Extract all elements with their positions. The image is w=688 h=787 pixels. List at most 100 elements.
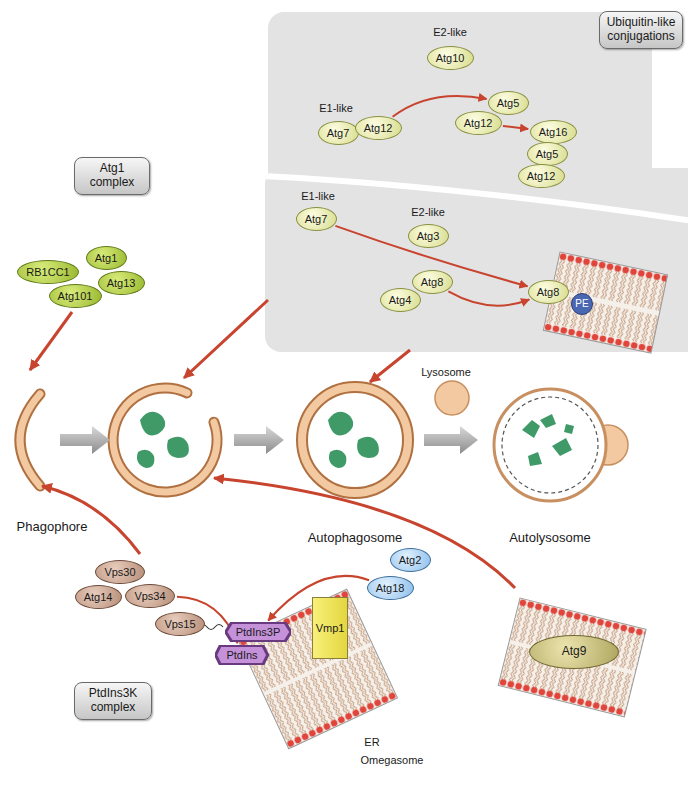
pe-membrane-part bbox=[543, 252, 667, 353]
process-arrows-part bbox=[424, 426, 478, 454]
phagophore bbox=[20, 394, 40, 486]
group-label: PtdIns3K complex bbox=[74, 682, 152, 720]
protein-oval: Atg5 bbox=[527, 142, 568, 166]
protein-oval: Atg4 bbox=[380, 288, 421, 312]
node-text: Atg18 bbox=[376, 582, 405, 595]
atg9-membrane bbox=[498, 598, 646, 717]
group-label: Atg1 complex bbox=[74, 157, 150, 195]
protein-oval: Atg7 bbox=[296, 207, 337, 231]
text-label: ER bbox=[364, 736, 379, 748]
protein-oval: Atg12 bbox=[355, 116, 402, 140]
node-text: Atg8 bbox=[537, 286, 560, 299]
node-text: Atg7 bbox=[305, 213, 328, 226]
autolysosome bbox=[494, 389, 628, 501]
node-text: Atg1 complex bbox=[80, 162, 144, 190]
protein-oval: Atg12 bbox=[455, 111, 502, 135]
node-text: Atg101 bbox=[58, 290, 93, 303]
expanding-phagophore-part bbox=[137, 450, 154, 468]
contribution-arrows-part bbox=[214, 478, 515, 588]
autophagosome-part bbox=[302, 387, 408, 493]
node-text: Vmp1 bbox=[316, 622, 345, 635]
expanding-phagophore-part bbox=[113, 388, 217, 492]
expanding-phagophore-part bbox=[113, 388, 217, 492]
protein-oval: Vps30 bbox=[95, 560, 145, 584]
process-arrows-part bbox=[60, 426, 110, 454]
node-text: Atg8 bbox=[421, 276, 444, 289]
lipid-hexagon: PtdIns bbox=[215, 645, 268, 665]
protein-oval: Atg8 bbox=[412, 270, 453, 294]
contribution-arrows-part bbox=[184, 300, 268, 378]
node-text: Vps30 bbox=[104, 566, 135, 579]
membrane-protein: Vmp1 bbox=[312, 597, 349, 659]
protein-oval: Atg3 bbox=[408, 224, 449, 248]
er-membrane-part bbox=[238, 589, 397, 748]
text-label: Lysosome bbox=[421, 366, 471, 378]
text-label: E2-like bbox=[411, 206, 445, 218]
node-text: Atg9 bbox=[562, 645, 587, 659]
autolysosome-part bbox=[564, 424, 574, 434]
node-text: PtdIns3P bbox=[236, 626, 281, 639]
protein-oval: Vps34 bbox=[125, 584, 175, 608]
text-label: Omegasome bbox=[361, 754, 424, 766]
phagophore-part bbox=[20, 394, 40, 486]
reaction-arrow bbox=[503, 126, 528, 129]
autophagosome-part bbox=[328, 412, 353, 436]
node-text: Atg12 bbox=[527, 170, 556, 183]
node-text: PtdIns3K complex bbox=[80, 687, 146, 715]
expanding-phagophore-part bbox=[167, 437, 189, 458]
protein-oval: Vps15 bbox=[155, 612, 205, 636]
reaction-arrow bbox=[448, 291, 529, 305]
node-text: Atg2 bbox=[399, 554, 422, 567]
atg9-membrane-part bbox=[498, 598, 646, 717]
autophagosome-part bbox=[329, 450, 346, 468]
protein-oval: Atg101 bbox=[49, 284, 102, 308]
protein-oval: RB1CC1 bbox=[17, 260, 79, 284]
protein-oval: Atg1 bbox=[86, 246, 127, 270]
node-text: Atg3 bbox=[417, 230, 440, 243]
autolysosome-part bbox=[502, 397, 598, 493]
node-text: Atg5 bbox=[497, 97, 520, 110]
phagophore-part bbox=[20, 394, 40, 486]
autophagosome-part bbox=[357, 437, 379, 458]
pe-membrane bbox=[543, 252, 667, 353]
node-text: Atg7 bbox=[327, 127, 350, 140]
protein-oval: Atg8 bbox=[528, 280, 569, 304]
process-arrows-part bbox=[234, 426, 284, 454]
autophagosome bbox=[302, 387, 408, 493]
autolysosome-part bbox=[522, 420, 540, 438]
protein-oval: Atg2 bbox=[390, 548, 431, 572]
node-text: Atg5 bbox=[536, 148, 559, 161]
autophagosome-part bbox=[302, 387, 408, 493]
protein-oval: Atg12 bbox=[518, 164, 565, 188]
text-label: E1-like bbox=[319, 102, 353, 114]
expanding-phagophore bbox=[113, 388, 217, 492]
text-label: E1-like bbox=[301, 190, 335, 202]
protein-oval: Atg10 bbox=[427, 46, 474, 70]
node-text: Atg12 bbox=[364, 122, 393, 135]
node-text: Atg4 bbox=[389, 294, 412, 307]
autolysosome-part bbox=[528, 452, 542, 466]
contribution-arrows-part bbox=[370, 350, 410, 382]
node-text: Atg1 bbox=[95, 252, 118, 265]
text-label: Autophagosome bbox=[308, 530, 403, 545]
node-text: Ubiquitin-like conjugations bbox=[605, 16, 677, 44]
text-label: E2-like bbox=[433, 26, 467, 38]
protein-oval: Atg18 bbox=[367, 576, 414, 600]
protein-oval: Atg9 bbox=[529, 635, 619, 669]
lipid-hexagon: PtdIns3P bbox=[225, 622, 292, 642]
lysosome bbox=[435, 381, 469, 415]
contribution-arrows-part bbox=[30, 312, 72, 370]
node-text: Vps15 bbox=[164, 618, 195, 631]
lysosome-part bbox=[435, 381, 469, 415]
node-text: PE bbox=[575, 298, 588, 310]
node-text: PtdIns bbox=[226, 649, 257, 662]
autolysosome-part bbox=[540, 414, 556, 428]
node-text: Atg12 bbox=[464, 117, 493, 130]
text-label: Phagophore bbox=[17, 519, 88, 534]
node-text: Atg14 bbox=[84, 591, 113, 604]
protein-oval: Atg7 bbox=[318, 121, 359, 145]
protein-oval: Atg13 bbox=[98, 271, 145, 295]
node-text: Atg16 bbox=[539, 126, 568, 139]
